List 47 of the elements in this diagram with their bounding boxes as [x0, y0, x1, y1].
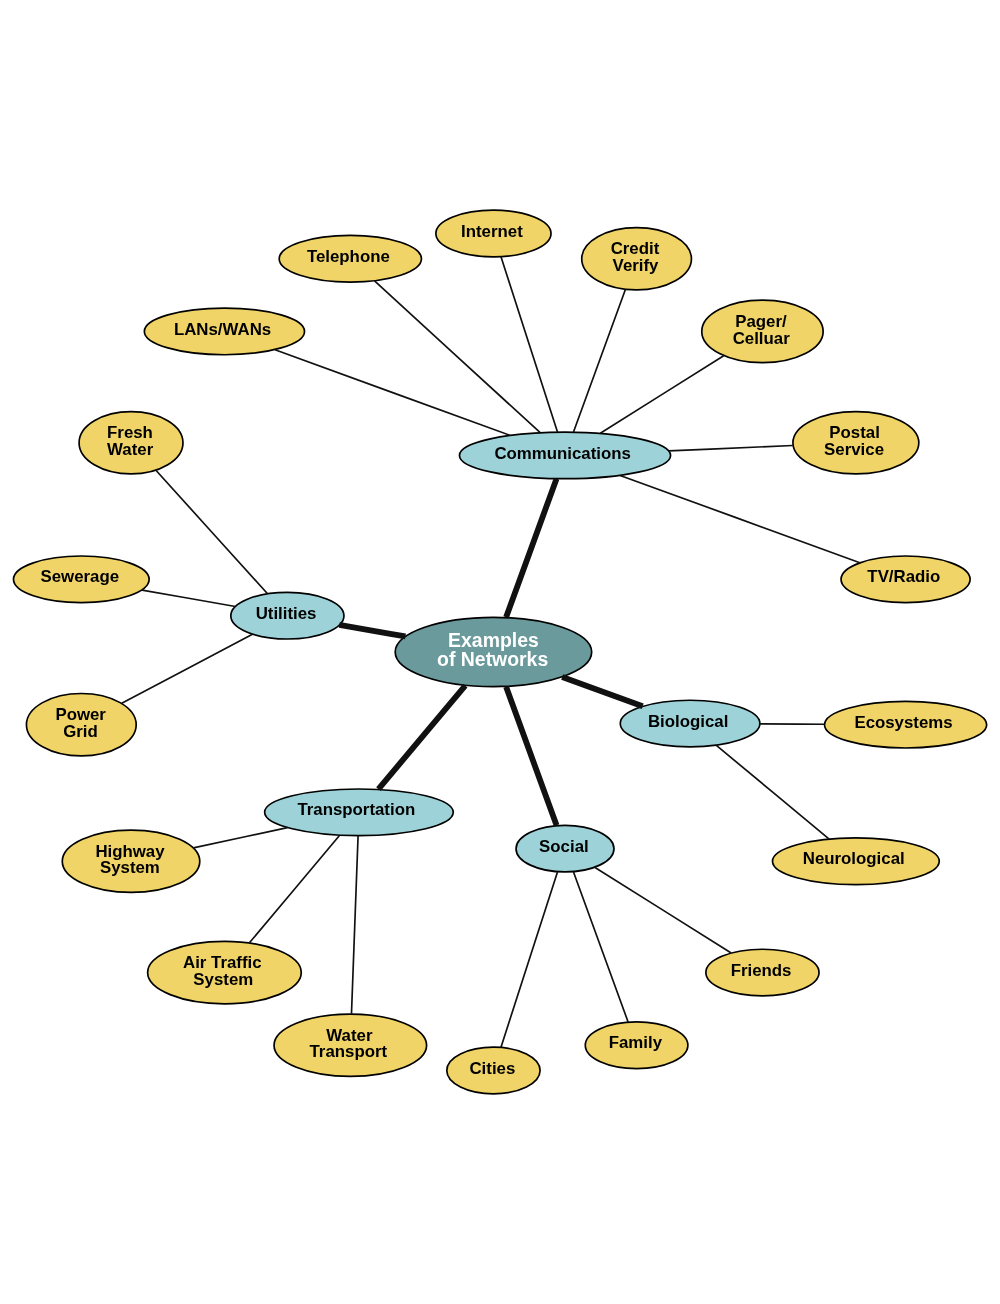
connector [155, 469, 269, 595]
connector [503, 685, 560, 827]
node-ellipse: Transportation [263, 788, 455, 837]
node-ellipse: LANs/WANs [143, 307, 306, 356]
connector [274, 349, 511, 437]
connector [667, 444, 794, 452]
node-ellipse: Water Transport [273, 1013, 428, 1078]
node-ellipse: Power Grid [25, 692, 138, 757]
node-ellipse: Cities [445, 1046, 541, 1095]
node-ellipse: Air Traffic System [146, 940, 303, 1005]
node-ellipse: Highway System [61, 829, 201, 894]
node-ellipse: Internet [435, 209, 552, 258]
connector [759, 723, 826, 726]
node-ellipse: Postal Service [792, 410, 920, 475]
connector [192, 826, 289, 849]
connector [500, 256, 559, 433]
node-ellipse: Social [515, 824, 615, 873]
connector [338, 621, 406, 640]
connector [120, 633, 254, 705]
connector [350, 835, 359, 1015]
connector [572, 288, 627, 433]
node-ellipse: Communications [458, 431, 672, 480]
node-ellipse: Sewerage [12, 555, 150, 604]
connector [373, 280, 541, 434]
connector [561, 674, 644, 710]
node-ellipse: Pager/ Celluar [700, 299, 824, 364]
node-ellipse: Biological [619, 699, 761, 748]
connector [619, 474, 861, 564]
node-ellipse: Neurological [771, 837, 941, 886]
node-ellipse: Friends [705, 948, 820, 997]
node-ellipse: Family [584, 1021, 689, 1070]
connector [141, 589, 237, 608]
connector [572, 871, 629, 1023]
node-ellipse: Examples of Networks [394, 616, 593, 688]
connector [594, 866, 733, 954]
connector [503, 477, 560, 619]
connector [599, 354, 725, 435]
connector [376, 683, 468, 791]
node-ellipse: Telephone [278, 234, 423, 283]
connector [248, 834, 341, 944]
node-ellipse: Ecosystems [823, 700, 988, 749]
node-ellipse: TV/Radio [840, 555, 971, 604]
connector [500, 871, 559, 1048]
node-ellipse: Credit Verify [580, 226, 693, 291]
node-ellipse: Utilities [229, 591, 345, 640]
connector [715, 744, 830, 840]
node-ellipse: Fresh Water [78, 410, 184, 475]
